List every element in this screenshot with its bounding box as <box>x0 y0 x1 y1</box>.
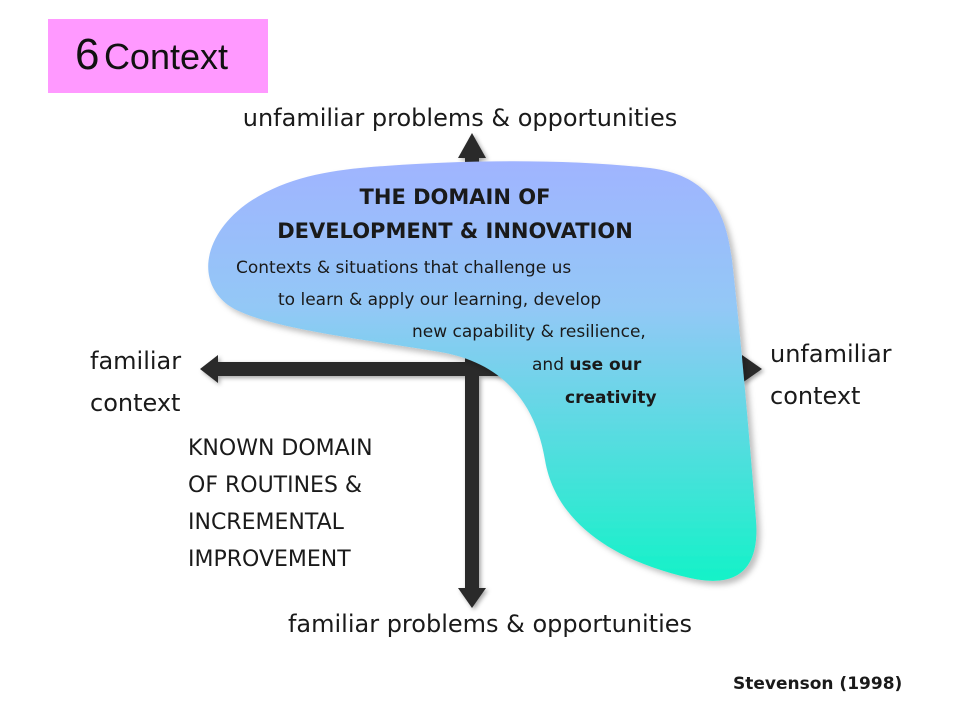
innovation-domain-blob <box>208 161 757 581</box>
innovation-desc-line2: to learn & apply our learning, develop <box>278 290 602 310</box>
arrow-left-head <box>200 355 218 383</box>
known-domain-label: KNOWN DOMAIN OF ROUTINES & INCREMENTAL I… <box>188 436 373 572</box>
innovation-desc-line3: new capability & resilience, <box>412 322 646 342</box>
title-number: 6 <box>75 30 100 79</box>
innovation-desc-line4: and use our <box>532 355 641 375</box>
axis-label-left: familiar context <box>90 347 182 417</box>
axis-label-right: unfamiliar context <box>770 340 892 410</box>
innovation-domain-title: THE DOMAIN OF DEVELOPMENT & INNOVATION <box>277 185 633 243</box>
axis-label-bottom: familiar problems & opportunities <box>287 610 693 638</box>
axis-label-top: unfamiliar problems & opportunities <box>242 104 678 132</box>
citation: Stevenson (1998) <box>733 674 903 694</box>
arrow-up-head <box>458 133 486 158</box>
innovation-desc-line4-bold: use our <box>569 355 642 375</box>
title-box <box>48 19 268 93</box>
page-title: 6 Context <box>75 30 228 80</box>
innovation-desc-line1: Contexts & situations that challenge us <box>236 258 572 278</box>
title-word: Context <box>103 36 229 77</box>
innovation-desc-line4-plain: and <box>532 355 570 375</box>
arrow-down-head <box>458 588 486 608</box>
innovation-desc-line5: creativity <box>565 388 657 408</box>
arrow-right-head <box>742 355 762 383</box>
